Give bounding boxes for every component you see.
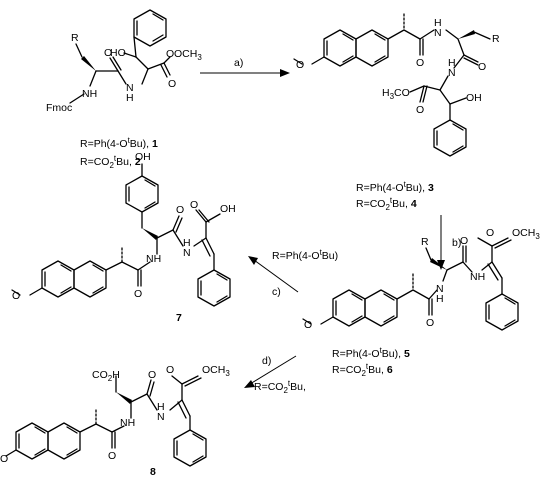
compound-3-4-structure [293,11,491,157]
arrow-step-c-head [248,256,258,265]
atom-O-7c: O [12,290,20,302]
atom-O-5b: O [426,317,434,329]
atom-R-1: R [71,32,79,44]
atom-CO2H-8: CO2H [92,369,120,383]
compound-number-8: 8 [150,466,156,477]
arrow-step-b-head [437,260,445,270]
atom-O-3c: O [478,61,486,73]
atom-O-3a: O [296,59,304,71]
atom-N-7a: N [183,247,191,259]
atom-O-3d: O [416,104,424,116]
atom-O-5a: O [304,319,312,331]
step-b-label: b) [452,237,461,249]
atom-O-7a: O [176,204,184,216]
atom-H-7a: H [183,237,191,249]
atom-H-1b: H [126,92,134,104]
atom-NH-7: NH [146,253,161,265]
caption-compound-2: R=CO2tBu, 2 [80,154,141,170]
caption-compound-1: R=Ph(4-OtBu), 1 [80,136,158,150]
caption-compound-6: R=CO2tBu, 6 [332,362,393,378]
step-a-label: a) [234,57,243,69]
compound-7-structure [11,163,231,307]
atom-O-5c: O [460,235,468,247]
atom-N-8a: N [157,411,165,423]
arrow-step-a-head [280,69,290,77]
atom-O-8b: O [108,450,116,462]
atom-N-1b: N [126,82,134,94]
step-c-condition: R=Ph(4-OtBu) [272,248,338,262]
compound-5-6-structure [302,237,519,331]
step-d-condition: R=CO2tBu, [254,379,306,395]
atom-O-1c: O [168,78,176,90]
atom-O-8d: O [166,364,174,376]
atom-OH-7a: OH [135,151,151,163]
atom-NH-8: NH [120,417,135,429]
atom-O-7d: O [190,199,198,211]
atom-H3CO-3: H3CO [382,87,410,101]
compound-1-2-structure [69,9,171,104]
atom-H-3b: H [448,57,456,69]
atom-HO-1: HO [110,47,126,59]
caption-compound-3: R=Ph(4-OtBu), 3 [356,180,434,194]
atom-OCH3-5: OCH3 [512,227,540,241]
atom-H-5a: H [436,293,444,305]
step-d-label: d) [262,355,271,367]
caption-compound-5: R=Ph(4-OtBu), 5 [332,346,410,360]
atom-O-8c: O [0,453,8,465]
atom-OCH3-8: OCH3 [202,364,230,378]
atom-NH-5: NH [470,271,485,283]
atom-O-1d: O [166,48,174,60]
step-c-label: c) [272,286,281,298]
compound-number-7: 7 [176,312,182,324]
atom-O-1a: O [104,47,112,59]
atom-OH-3: OH [466,92,482,104]
arrow-step-c [253,259,299,293]
arrow-step-d [249,355,297,385]
atom-R-3: R [492,33,500,45]
atom-OH-7b: OH [220,203,236,215]
atom-H-8a: H [157,401,165,413]
atom-O-7b: O [134,288,142,300]
atom-R-5: R [421,236,429,248]
atom-N-5a: N [436,283,444,295]
atom-O-8a: O [148,369,156,381]
atom-Fmoc: Fmoc [46,102,72,114]
atom-N-3b: N [448,67,456,79]
atom-O-5d: O [486,227,494,239]
atom-OCH3-1: OCH3 [174,48,202,62]
atom-H-3a: H [434,17,442,29]
atom-NH-1: NH [82,88,97,100]
atom-N-3a: N [434,27,442,39]
atom-O-3b: O [416,57,424,69]
compound-8-structure [5,375,207,467]
arrow-step-d-head [244,380,255,388]
caption-compound-4: R=CO2tBu, 4 [356,196,417,212]
